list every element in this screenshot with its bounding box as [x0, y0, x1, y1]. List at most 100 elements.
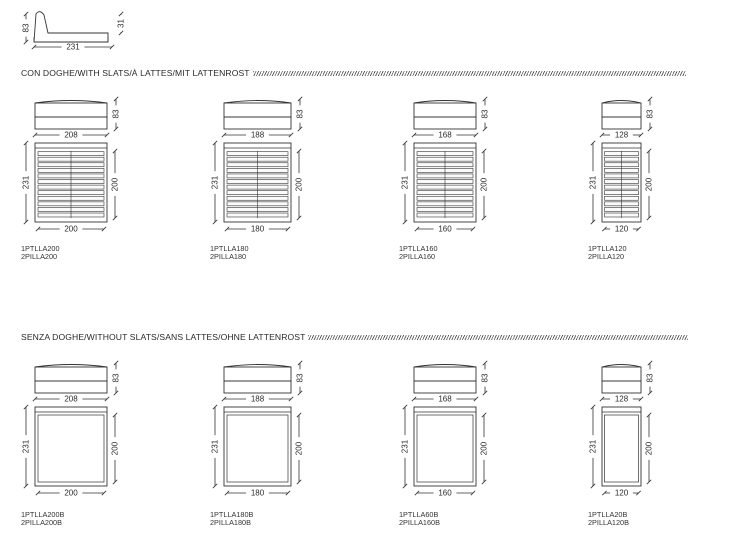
model-code: 1PTLLA200B	[21, 510, 65, 519]
dimension-tick	[112, 479, 118, 485]
dimension-label: 83	[296, 109, 305, 118]
dimension-label: 200	[295, 441, 304, 455]
dimension-tick	[647, 126, 653, 132]
dimension-tick	[646, 412, 652, 418]
dimension-label: 231	[22, 175, 31, 189]
headboard-top-curve	[413, 100, 477, 104]
dimension-tick	[482, 96, 488, 102]
dimension-tick	[288, 396, 294, 402]
plan-view	[223, 142, 292, 223]
dimension-tick	[590, 219, 596, 225]
dimension-tick	[473, 132, 479, 138]
dimension-tick	[636, 490, 641, 496]
dimension-tick	[113, 126, 119, 132]
dimension-label: 180	[251, 225, 265, 234]
empty-frame-inner	[226, 414, 289, 483]
dimension-tick	[296, 479, 302, 485]
dimension-tick	[647, 390, 653, 396]
plan-view	[413, 406, 477, 487]
dimension-tick	[296, 148, 302, 154]
dimension-tick	[590, 483, 596, 489]
bed-base-front	[601, 116, 642, 130]
dimension-label: 83	[22, 23, 31, 32]
dimension-tick	[599, 396, 605, 402]
dimension-label: 31	[117, 19, 126, 28]
dimension-tick	[101, 490, 107, 496]
model-code: 1PTLLA160	[399, 244, 438, 253]
dimension-tick	[35, 490, 41, 496]
dimension-label: 83	[646, 109, 655, 118]
dimension-tick	[482, 390, 488, 396]
dimension-tick	[482, 126, 488, 132]
model-code: 1PTLLA200	[21, 244, 60, 253]
dimension-tick	[411, 132, 417, 138]
model-codes-160b: 1PTLLA60B 2PILLA160B	[399, 510, 440, 528]
dimension-tick	[23, 404, 29, 410]
dimension-label: 83	[481, 109, 490, 118]
dimension-label: 200	[64, 489, 78, 498]
dimension-tick	[118, 11, 124, 17]
dimension-tick	[101, 226, 107, 232]
dimension-tick	[646, 215, 652, 221]
title-hatch-decoration	[308, 334, 689, 340]
dimension-tick	[402, 404, 408, 410]
model-code: 2PILLA160	[399, 252, 436, 262]
dimension-label: 200	[295, 177, 304, 191]
section-title-with-slats: CON DOGHE/WITH SLATS/À LATTES/MIT LATTEN…	[21, 68, 686, 78]
headboard-panel	[223, 102, 292, 118]
dimension-label: 160	[438, 225, 452, 234]
dimension-label: 200	[645, 177, 654, 191]
dimension-label: 120	[615, 489, 629, 498]
model-code: 2PILLA120B	[588, 518, 629, 528]
dimension-tick	[288, 132, 294, 138]
dimension-tick	[636, 226, 641, 232]
title-hatch-decoration	[252, 70, 686, 76]
dimension-tick	[32, 132, 38, 138]
dimension-label: 200	[645, 441, 654, 455]
dimension-label: 231	[589, 175, 598, 189]
bed-frame-outline	[601, 406, 642, 487]
dimension-tick	[297, 360, 303, 366]
dimension-tick	[23, 39, 29, 45]
dimension-label: 231	[66, 43, 80, 52]
dimension-label: 231	[401, 175, 410, 189]
dimension-label: 83	[112, 373, 121, 382]
dimension-label: 188	[251, 131, 265, 140]
bed-base-front	[601, 380, 642, 394]
headboard-elevation	[413, 364, 477, 394]
dimension-label: 120	[615, 225, 629, 234]
dimension-label: 83	[481, 373, 490, 382]
section-title-without-slats: SENZA DOGHE/WITHOUT SLATS/SANS LATTES/OH…	[21, 332, 689, 342]
headboard-elevation	[601, 100, 642, 130]
dimension-tick	[402, 140, 408, 146]
dimension-tick	[104, 132, 110, 138]
dimension-tick	[297, 96, 303, 102]
dimension-tick	[23, 11, 29, 17]
dimension-tick	[414, 226, 420, 232]
model-codes-120b: 1PTLLA20B 2PILLA120B	[588, 510, 629, 528]
headboard-elevation	[601, 364, 642, 394]
dimension-label: 168	[438, 131, 452, 140]
model-codes-200b: 1PTLLA200B 2PILLA200B	[21, 510, 65, 528]
dimension-tick	[23, 219, 29, 225]
headboard-top-curve	[223, 364, 292, 368]
headboard-panel	[223, 366, 292, 382]
dimension-tick	[482, 360, 488, 366]
bed-frame-outline	[601, 142, 642, 223]
dimension-tick	[647, 96, 653, 102]
model-code: 1PTLLA60B	[399, 510, 439, 519]
headboard-top-curve	[413, 364, 477, 368]
empty-frame-inner	[604, 414, 639, 483]
model-code: 2PILLA180	[210, 252, 247, 262]
headboard-panel	[601, 366, 642, 382]
bed-side-outline	[33, 11, 109, 43]
dimension-label: 231	[589, 439, 598, 453]
empty-frame-inner	[416, 414, 474, 483]
dimension-tick	[113, 96, 119, 102]
dimension-tick	[23, 140, 29, 146]
dimension-label: 200	[64, 225, 78, 234]
dimension-label: 200	[480, 441, 489, 455]
